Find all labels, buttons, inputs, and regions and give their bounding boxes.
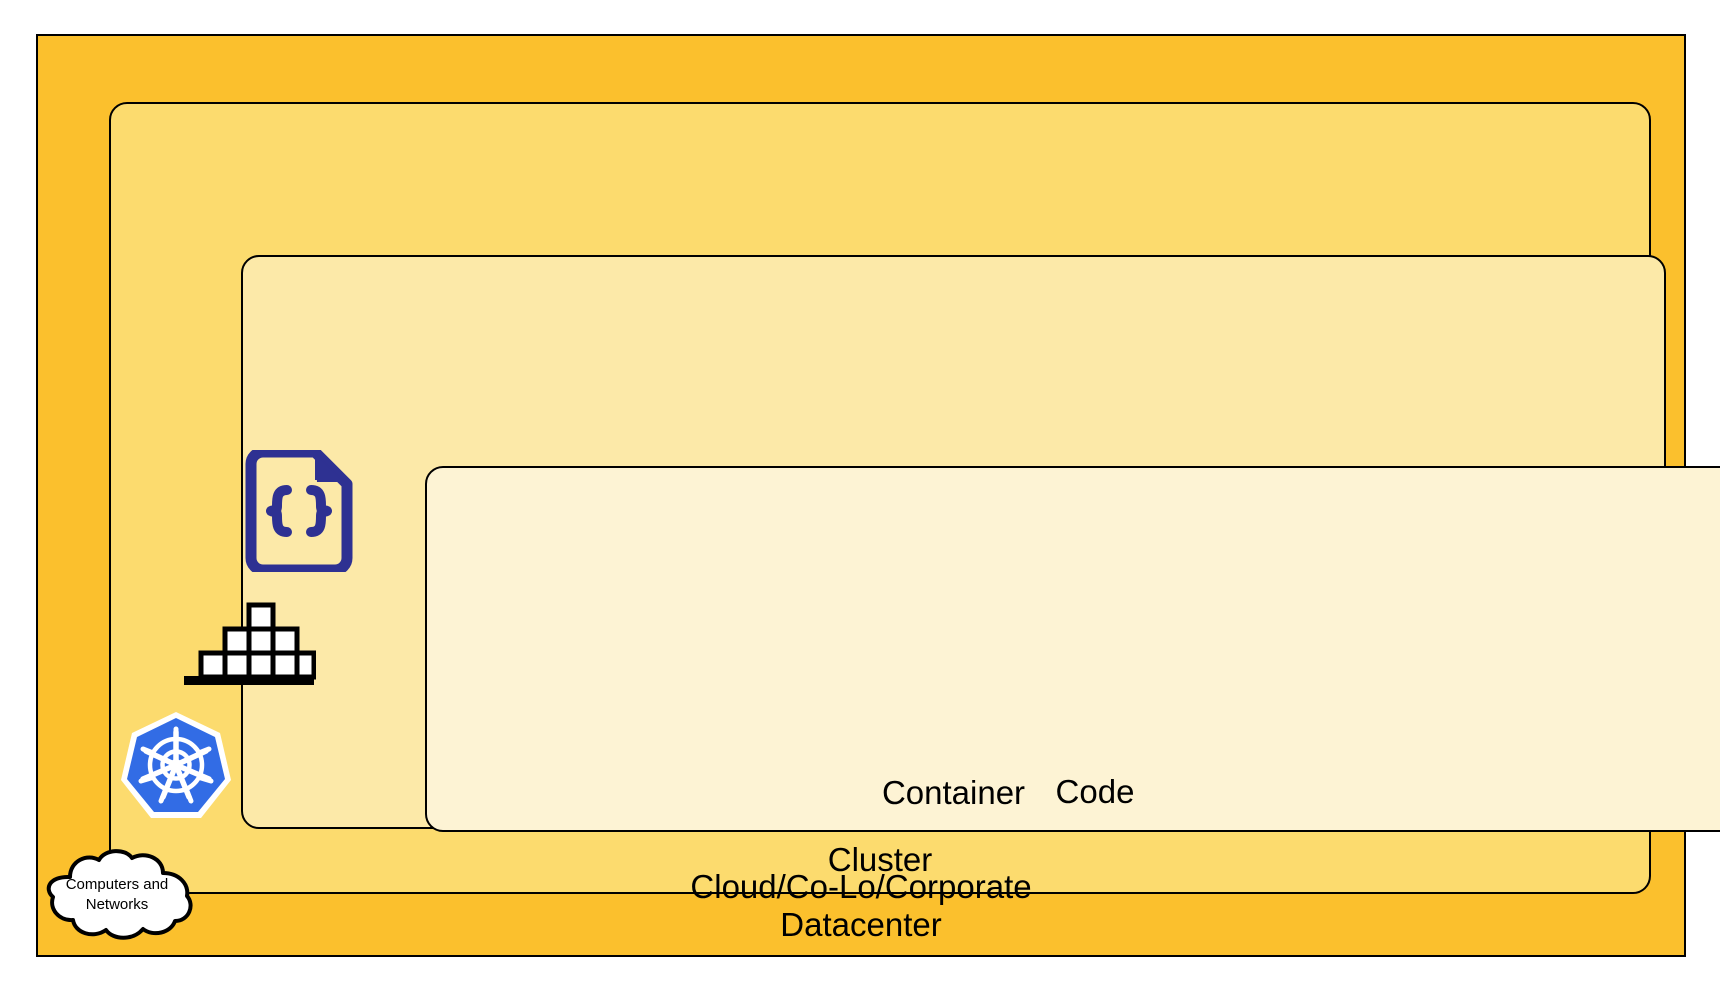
container-blocks-icon	[182, 602, 317, 686]
layer-datacenter-label: Cloud/Co-Lo/Corporate Datacenter	[690, 867, 1032, 944]
computers-and-networks-cloud: Computers and Networks	[37, 847, 197, 942]
layer-cluster-label: Cluster	[827, 841, 933, 879]
layer-code: Code	[425, 466, 1720, 832]
kubernetes-icon	[121, 709, 231, 821]
layer-container-label: Container	[881, 774, 1026, 812]
code-file-icon	[243, 446, 353, 576]
layer-container: Code Container	[241, 255, 1720, 832]
layer-code-label: Code	[1055, 773, 1135, 811]
layer-datacenter: Code Container Cluster Cloud/Co-Lo/Corpo…	[36, 34, 1720, 957]
layer-cluster: Code Container Cluster	[109, 102, 1720, 894]
